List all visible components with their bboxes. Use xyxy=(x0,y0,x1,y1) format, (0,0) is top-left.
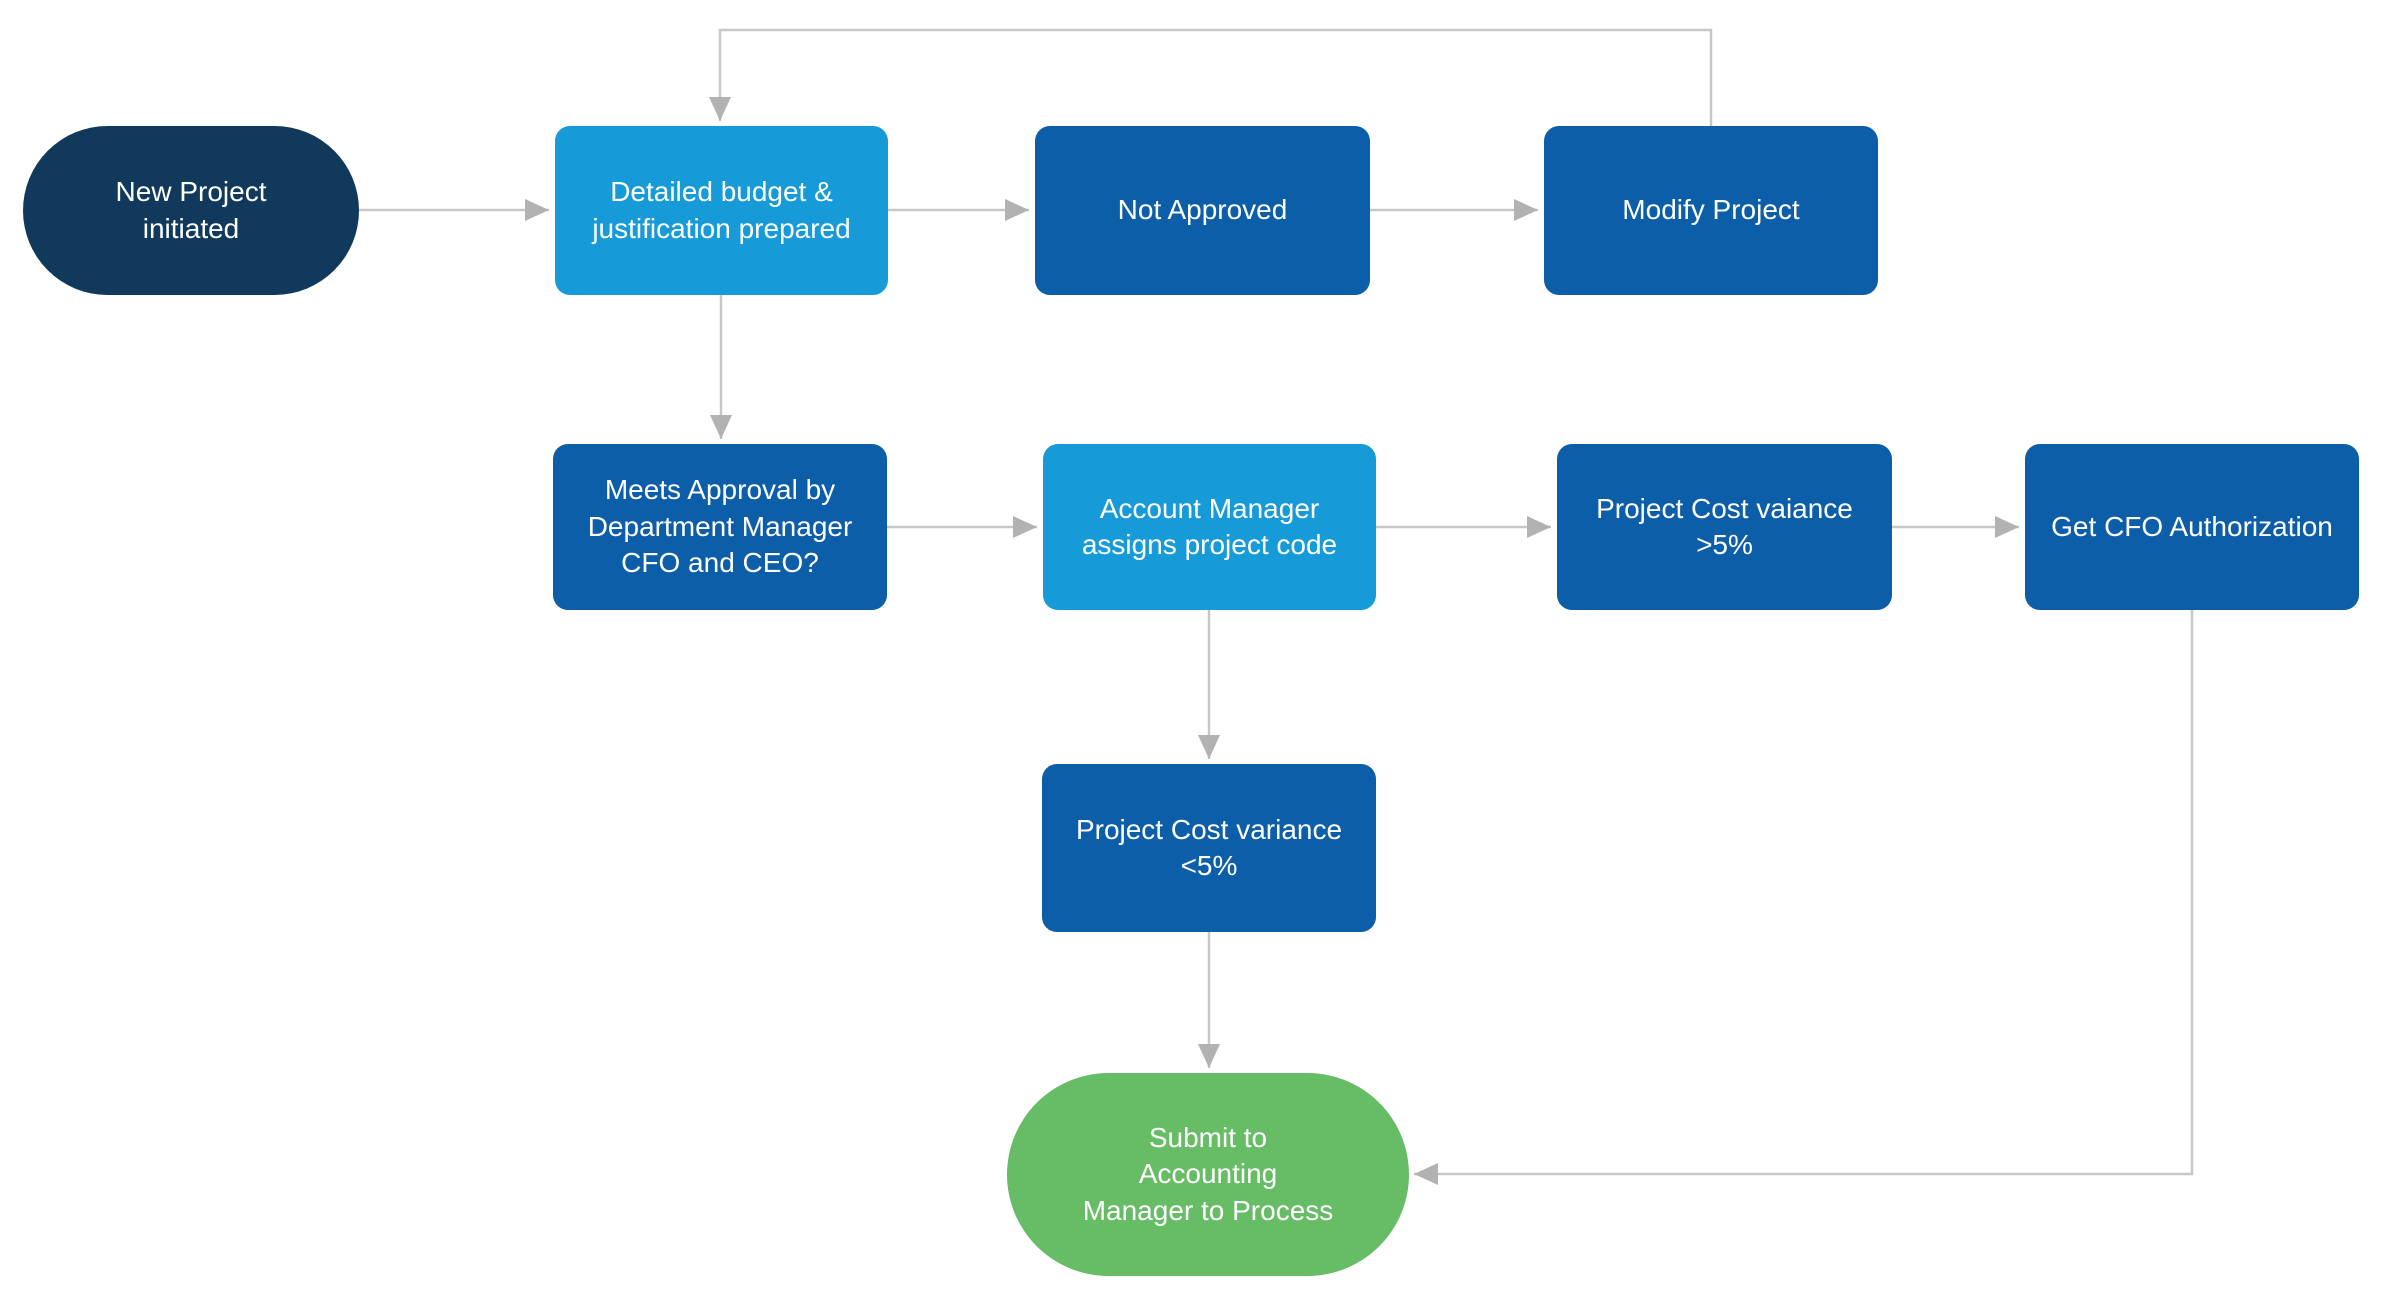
node-label: New Project initiated xyxy=(115,176,267,244)
node-submit-to-accounting: Submit to Accounting Manager to Process xyxy=(1007,1073,1409,1276)
node-label: Meets Approval by Department Manager CFO… xyxy=(587,474,853,579)
node-label: Account Manager assigns project code xyxy=(1081,492,1338,560)
node-meets-approval: Meets Approval by Department Manager CFO… xyxy=(553,444,887,610)
node-cost-variance-lt5: Project Cost variance <5% xyxy=(1042,764,1376,932)
node-label: Project Cost vaiance >5% xyxy=(1596,492,1853,560)
arrow-modify-project-to-detailed-budget xyxy=(709,28,1713,126)
node-label: Not Approved xyxy=(1117,194,1288,226)
node-label: Get CFO Authorization xyxy=(2051,510,2333,542)
node-label: Modify Project xyxy=(1622,194,1800,226)
node-label: Submit to Accounting Manager to Process xyxy=(1082,1121,1334,1226)
node-get-cfo-authorization: Get CFO Authorization xyxy=(2025,444,2359,610)
node-account-manager-assigns-code: Account Manager assigns project code xyxy=(1043,444,1376,610)
node-not-approved: Not Approved xyxy=(1035,126,1370,295)
arrow-get-cfo-authorization-to-submit-accounting xyxy=(1414,610,2194,1185)
node-label: Project Cost variance <5% xyxy=(1075,813,1343,881)
node-new-project-initiated: New Project initiated xyxy=(23,126,359,295)
node-modify-project: Modify Project xyxy=(1544,126,1878,295)
node-cost-variance-gt5: Project Cost vaiance >5% xyxy=(1557,444,1892,610)
node-detailed-budget-justification: Detailed budget & justification prepared xyxy=(555,126,888,295)
node-label: Detailed budget & justification prepared xyxy=(592,176,851,244)
